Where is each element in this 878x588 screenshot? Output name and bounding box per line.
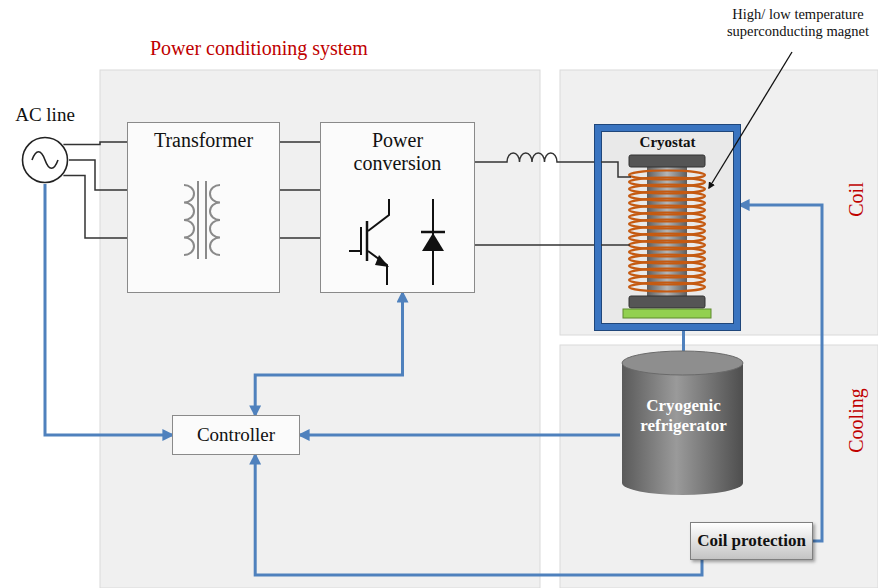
band-background — [100, 70, 540, 588]
power-wire — [69, 160, 127, 190]
power-wire — [63, 175, 127, 238]
protection-box: Coil protection — [690, 522, 813, 560]
signal-arrow — [682, 330, 685, 351]
band-background — [560, 70, 878, 335]
power-wire — [475, 244, 595, 246]
controller-box: Controller — [172, 415, 300, 455]
node-label: Coil — [845, 182, 868, 216]
band-background — [560, 345, 878, 588]
node-label: Power conversion — [321, 123, 474, 175]
ac-source: AC line — [21, 136, 69, 184]
node-label: Power conditioning system — [150, 37, 368, 60]
signal-arrow — [255, 293, 402, 415]
system-band: Power conditioning systemTransformerPowe… — [100, 70, 540, 588]
process-box: Transformer — [127, 122, 280, 293]
control-line — [683, 330, 684, 351]
node-label: Cooling — [845, 388, 868, 452]
power-wire — [280, 237, 320, 239]
power-line — [63, 142, 127, 238]
signal-arrow — [740, 205, 822, 541]
cryostat-box: Cryostat — [595, 125, 740, 330]
system-band: Coil Cryostat — [560, 70, 878, 335]
process-box: Power conversion — [320, 122, 475, 293]
leader-line — [709, 52, 792, 188]
power-wire — [280, 141, 320, 143]
refrigerator-cylinder: Cryogenic refrigerator — [620, 350, 747, 498]
system-band: Cooling Cryogenic refrigeratorCoil protec… — [560, 345, 878, 588]
node-label: Coil protection — [689, 531, 814, 551]
power-wire — [63, 142, 127, 145]
control-line — [740, 205, 822, 541]
node-label: Controller — [187, 424, 285, 446]
signal-arrow — [300, 434, 620, 437]
node-label: Cryogenic refrigerator — [624, 396, 743, 437]
callout-label: High/ low temperature superconducting ma… — [722, 6, 874, 41]
control-line — [255, 293, 402, 415]
control-line — [300, 435, 620, 436]
power-wire — [475, 153, 595, 162]
node-label: Transformer — [128, 123, 279, 152]
power-line — [475, 153, 595, 245]
power-line — [280, 142, 320, 238]
power-wire — [280, 189, 320, 191]
node-label: Cryostat — [601, 131, 734, 151]
node-label: AC line — [15, 104, 75, 126]
